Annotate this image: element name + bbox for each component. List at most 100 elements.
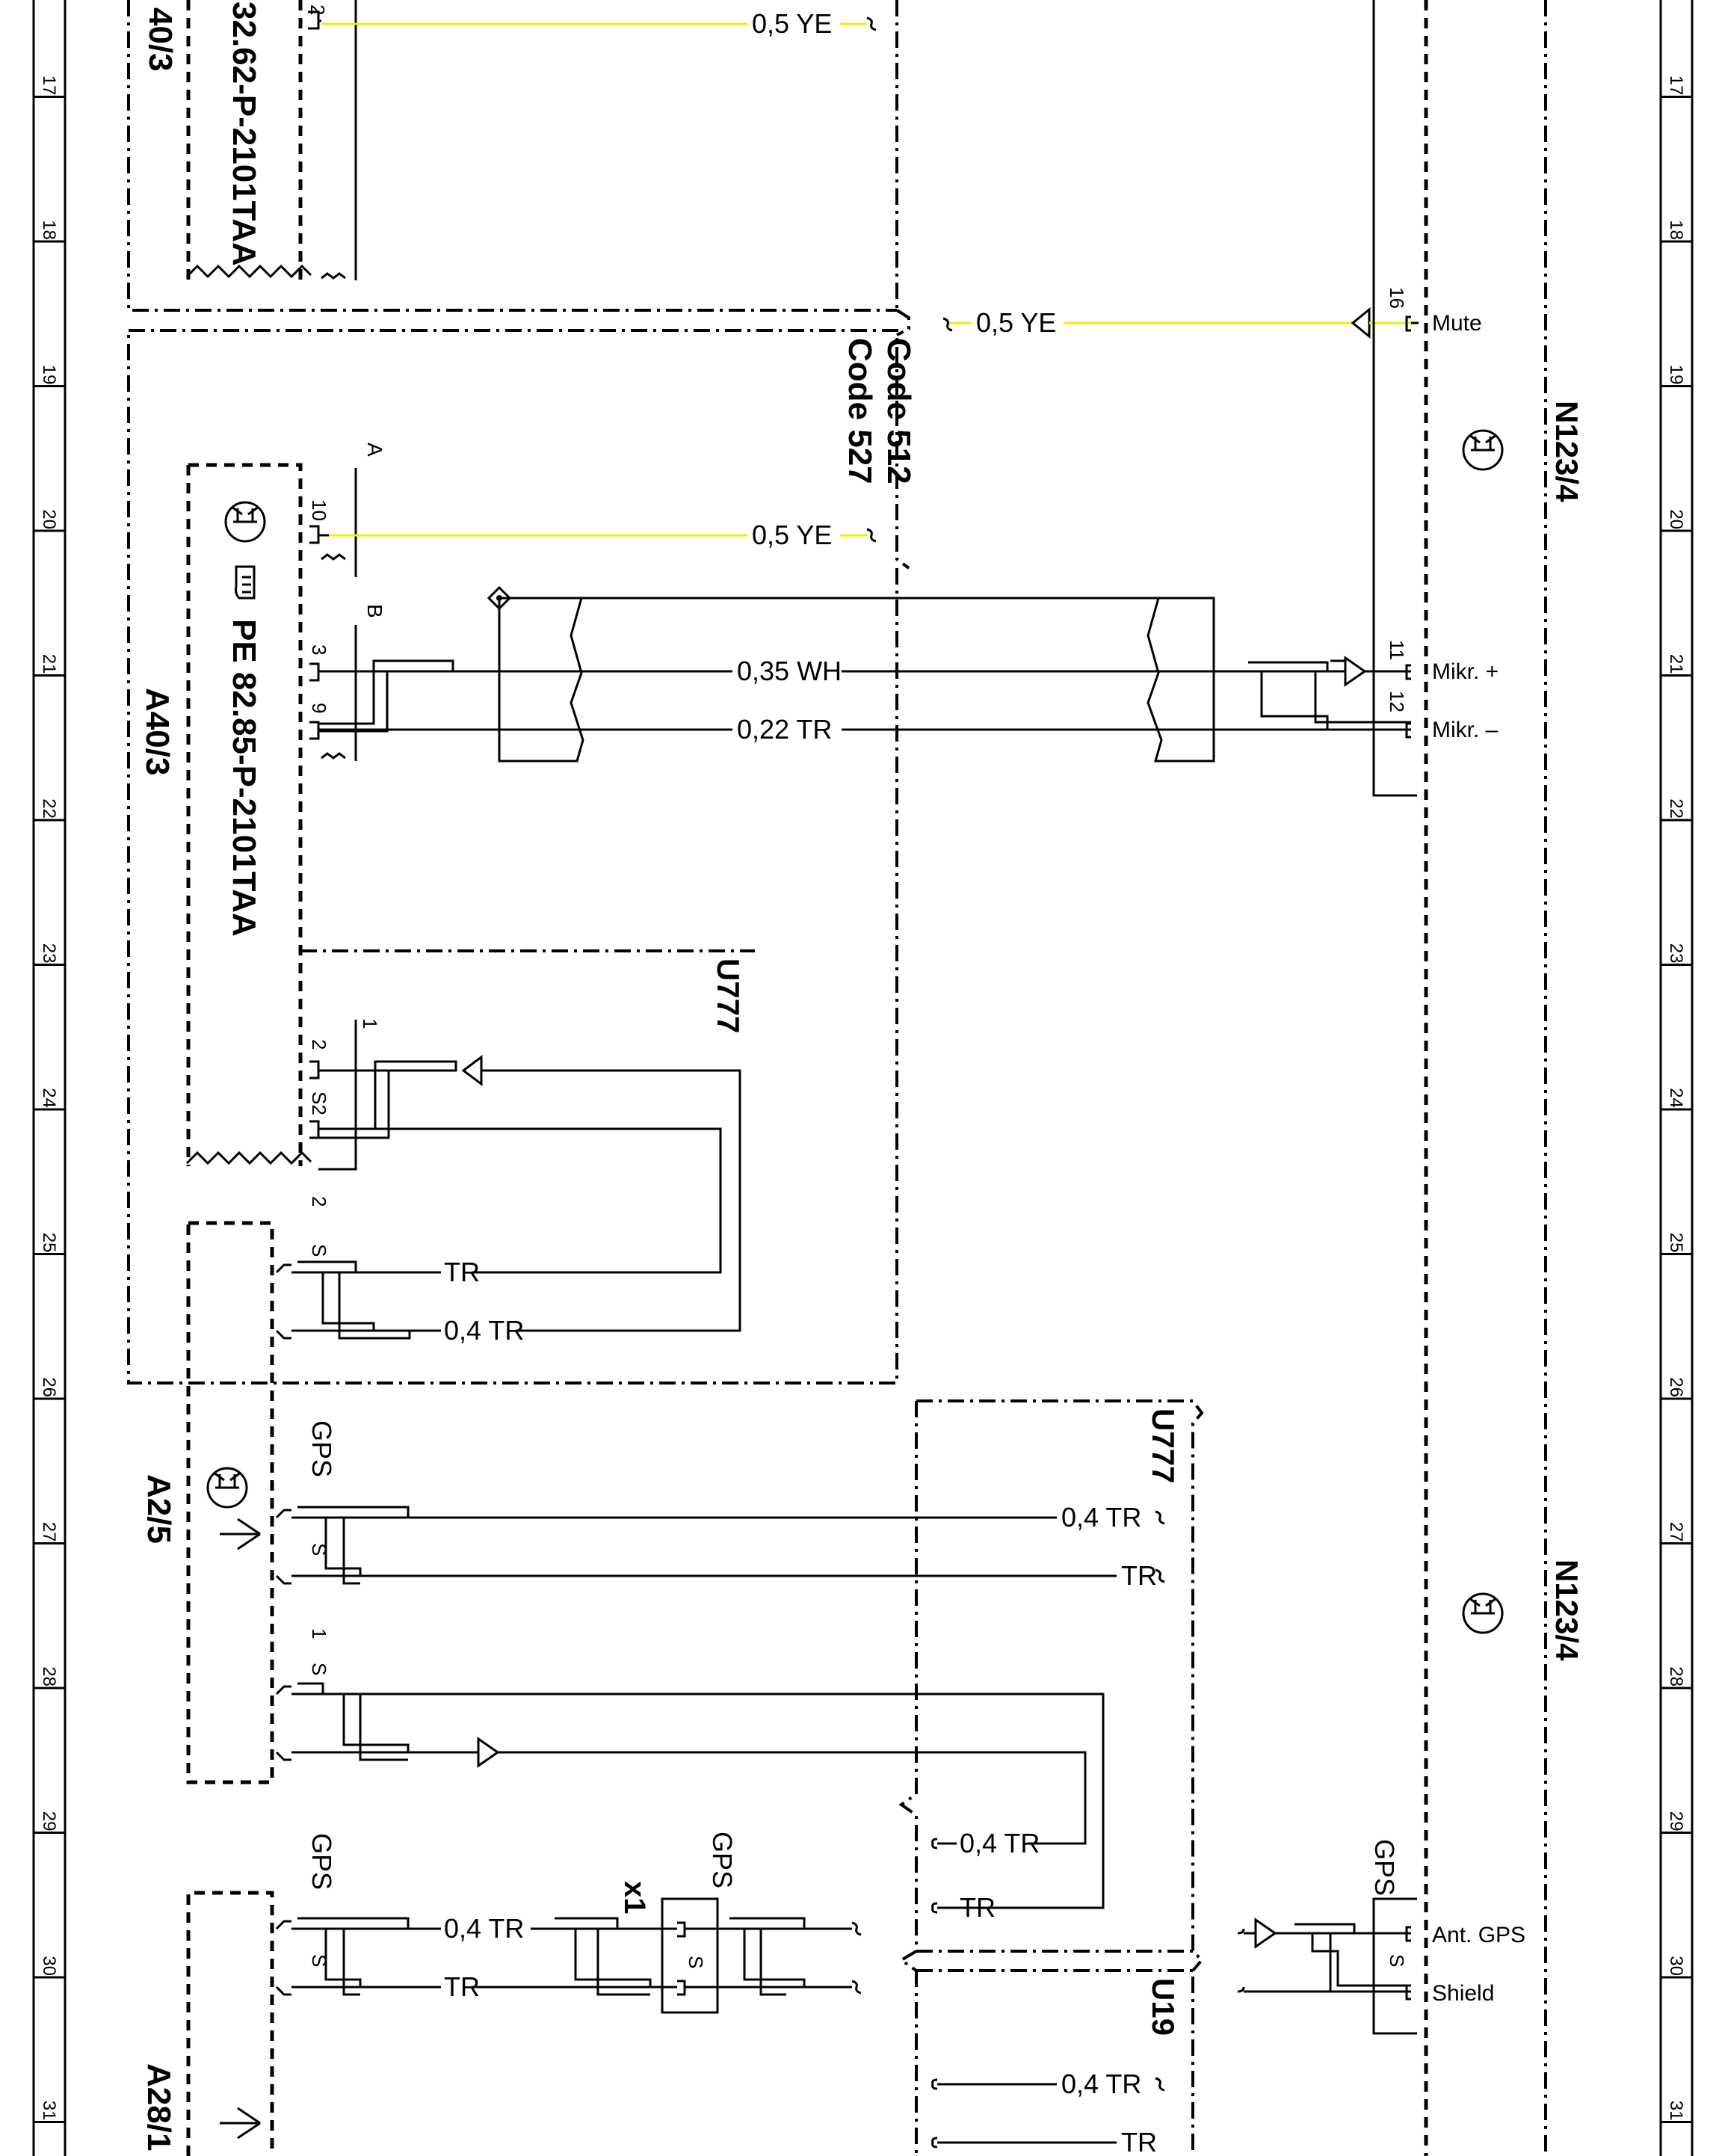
row-number: 17 bbox=[1666, 76, 1686, 96]
pin-n-12: 12 bbox=[1386, 691, 1408, 712]
wire-label-w5: 0,22 TR bbox=[737, 714, 832, 745]
a40-top-id: 40/3 bbox=[142, 7, 179, 72]
code-527: Code 527 bbox=[842, 338, 878, 484]
row-number: 17 bbox=[39, 76, 59, 96]
pin-x1-gps: GPS bbox=[707, 1832, 738, 1888]
terminal-mikr-plus: Mikr. + bbox=[1432, 659, 1499, 684]
row-number: 31 bbox=[39, 2101, 59, 2121]
row-number: 26 bbox=[39, 1377, 59, 1397]
a28-1-id: A28/1 bbox=[141, 2063, 177, 2151]
wire-label-w13: TR bbox=[1121, 2127, 1157, 2156]
a40-main-block: A40/3 PE 82.85-P-2101TAA A 10 B 3 9 bbox=[139, 443, 386, 1166]
pin-a40-3: 3 bbox=[308, 644, 330, 655]
row-number: 20 bbox=[1666, 509, 1686, 529]
wire-label-w1: 0,5 YE bbox=[752, 8, 832, 39]
wire-label-w3: 0,5 YE bbox=[752, 520, 832, 550]
pin-conn-a: A bbox=[363, 443, 386, 457]
u19-label: U19 bbox=[1146, 1978, 1181, 2036]
pin-a2-s2: S bbox=[308, 1663, 330, 1675]
pin-x1-s: S bbox=[685, 1956, 707, 1968]
code-512: Code 512 bbox=[880, 338, 917, 484]
code-region: Code 512 Code 527 bbox=[127, 0, 917, 1385]
row-number: 27 bbox=[1666, 1522, 1686, 1542]
wire-label-w2: 0,5 YE bbox=[976, 307, 1056, 338]
row-number: 23 bbox=[39, 943, 59, 964]
row-number: 19 bbox=[39, 365, 59, 385]
row-number: 30 bbox=[1666, 1956, 1686, 1976]
row-number: 25 bbox=[39, 1233, 59, 1253]
n123-top: N123/4 bbox=[1549, 401, 1584, 502]
wire-label-w12: 0,4 TR bbox=[1061, 2069, 1141, 2099]
wire-label-w10: 0,4 TR bbox=[960, 1828, 1040, 1858]
row-number: 27 bbox=[39, 1522, 59, 1542]
transistor-icon bbox=[1462, 429, 1504, 471]
pin-u777-s: S bbox=[308, 1244, 330, 1257]
terminal-ant-gps: Ant. GPS bbox=[1432, 1923, 1525, 1947]
row-number: 18 bbox=[1666, 220, 1686, 240]
pin-a2-gps: GPS bbox=[306, 1420, 337, 1477]
wire-label-w11: TR bbox=[960, 1892, 996, 1923]
row-number: 19 bbox=[1666, 365, 1686, 385]
u777-bottom-label: U777 bbox=[1146, 1408, 1181, 1483]
hand-pointer-icon bbox=[235, 565, 256, 600]
pin-n-s: S bbox=[1386, 1954, 1408, 1967]
row-number: 28 bbox=[39, 1666, 59, 1687]
u777-top-label: U777 bbox=[711, 958, 746, 1033]
a2-5-block: A2/5 GPS S 0,4 TR TR 1 S bbox=[141, 1420, 1165, 1909]
terminal-mikr-minus: Mikr. – bbox=[1432, 718, 1499, 742]
antenna-icon bbox=[220, 2107, 261, 2140]
row-number: 26 bbox=[1666, 1377, 1686, 1397]
u777-upper: U777 1 2 S2 2 S TR 0,4 TR bbox=[186, 949, 755, 1784]
row-number: 24 bbox=[1666, 1088, 1686, 1108]
pin-n-16: 16 bbox=[1386, 287, 1408, 309]
pin-n-gps: GPS bbox=[1369, 1839, 1400, 1896]
terminal-shield: Shield bbox=[1432, 1981, 1494, 2006]
u777-lower: U777 U19 0,4 TR TR 0,4 TR TR bbox=[898, 1399, 1204, 2156]
transistor-icon bbox=[224, 501, 266, 543]
transistor-icon bbox=[206, 1467, 248, 1509]
pin-a40-9: 9 bbox=[308, 703, 330, 713]
a40-top-part: 32.62-P-2101TAA bbox=[226, 1, 262, 266]
row-number: 29 bbox=[39, 1811, 59, 1832]
row-number: 18 bbox=[39, 220, 59, 240]
row-number: 21 bbox=[39, 654, 59, 674]
pin-a28-gps: GPS bbox=[306, 1833, 337, 1890]
a40-top-block: 40/3 32.62-P-2101TAA 2 bbox=[127, 0, 897, 312]
row-number: 28 bbox=[1666, 1666, 1686, 1687]
pin-u777-1: 1 bbox=[359, 1018, 381, 1029]
a40-main-id: A40/3 bbox=[139, 688, 176, 775]
row-number: 21 bbox=[1666, 654, 1686, 674]
mic-cable: 0,35 WH 0,22 TR bbox=[318, 585, 1411, 763]
n123-block: N123/4 N123/4 16 11 12 Mute Mikr. + Mikr… bbox=[1237, 0, 1584, 2156]
x1-label: x1 bbox=[618, 1881, 651, 1915]
transistor-icon bbox=[1462, 1592, 1504, 1634]
wire-label-w4: 0,35 WH bbox=[737, 656, 842, 686]
a28-block: A28/1 GPS S 0,4 TR TR x1 GPS S bbox=[141, 1832, 862, 2156]
terminal-mute: Mute bbox=[1432, 311, 1482, 336]
row-number: 22 bbox=[1666, 798, 1686, 819]
pin-u777-s2: S2 bbox=[308, 1091, 330, 1115]
pin-u777-2: 2 bbox=[308, 1039, 330, 1050]
pin-a2-1: 1 bbox=[308, 1628, 330, 1639]
pin-u777-2b: 2 bbox=[308, 1196, 330, 1207]
row-number: 22 bbox=[39, 798, 59, 819]
row-number: 20 bbox=[39, 509, 59, 529]
splice-diamond-icon bbox=[487, 585, 512, 611]
row-number: 23 bbox=[1666, 943, 1686, 964]
a40-main-part: PE 82.85-P-2101TAA bbox=[226, 619, 262, 937]
wire-label-w9: TR bbox=[1121, 1560, 1157, 1591]
antenna-icon bbox=[220, 1518, 261, 1550]
wire-label-w14: 0,4 TR bbox=[444, 1913, 524, 1944]
pin-n-11: 11 bbox=[1386, 640, 1408, 660]
n123-bottom: N123/4 bbox=[1549, 1559, 1584, 1661]
row-number: 25 bbox=[1666, 1233, 1686, 1253]
wire-label-w8: 0,4 TR bbox=[1061, 1502, 1141, 1533]
wire-label-w7: 0,4 TR bbox=[444, 1315, 524, 1346]
pin-conn-b: B bbox=[363, 604, 386, 618]
row-number: 30 bbox=[39, 1956, 59, 1976]
row-number: 24 bbox=[39, 1088, 59, 1108]
left-ruler: 17 18 19 20 21 22 23 24 25 26 27 28 29 30 31 bbox=[32, 0, 67, 2156]
pin-a40-10: 10 bbox=[308, 499, 330, 521]
